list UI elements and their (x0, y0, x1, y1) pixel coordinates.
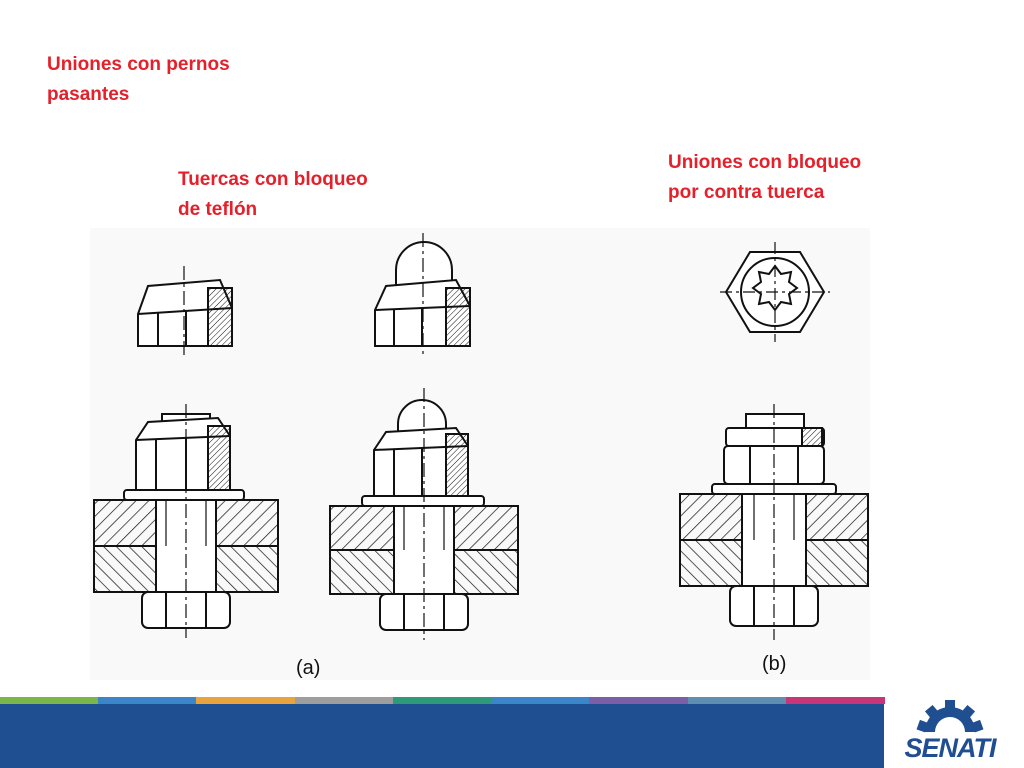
footer-stripe (294, 697, 394, 704)
footer-stripe (0, 697, 100, 704)
slide-title-line-1: Uniones con pernos (47, 54, 230, 75)
footer-band-fill (0, 704, 884, 768)
footer-band (0, 697, 885, 768)
figure-label-b: (b) (762, 653, 786, 675)
footer-stripe (196, 697, 296, 704)
footer-stripe (392, 697, 493, 704)
acorn-nut-1 (374, 233, 471, 358)
footer-stripe (785, 697, 885, 704)
brand-wordmark: SENATI (904, 733, 996, 763)
assembly-a-middle (329, 388, 519, 640)
assembly-b (679, 404, 869, 640)
footer-stripe (687, 697, 787, 704)
teflon-caption-line-1: Tuercas con bloqueo (178, 169, 368, 190)
slide-title: Uniones con pernos pasantes (47, 50, 230, 110)
footer-stripe (98, 697, 198, 704)
figure-label-a: (a) (296, 657, 320, 679)
counter-nut-caption-line-1: Uniones con bloqueo (668, 152, 862, 173)
teflon-caption-line-2: de teflón (178, 199, 258, 220)
senati-gear-icon (916, 700, 984, 733)
star-washer-top-view (720, 242, 830, 342)
footer-stripe (589, 697, 689, 704)
counter-nut-caption-line-2: por contra tuerca (668, 182, 825, 203)
teflon-nut-1 (137, 266, 233, 358)
footer-stripe (491, 697, 591, 704)
teflon-caption: Tuercas con bloqueo de teflón (178, 165, 368, 225)
counter-nut-caption: Uniones con bloqueo por contra tuerca (668, 148, 861, 208)
assembly-a-left (93, 404, 279, 638)
bolt-joint-drawing: (a) (b) (90, 228, 870, 680)
slide-title-line-2: pasantes (47, 84, 130, 105)
